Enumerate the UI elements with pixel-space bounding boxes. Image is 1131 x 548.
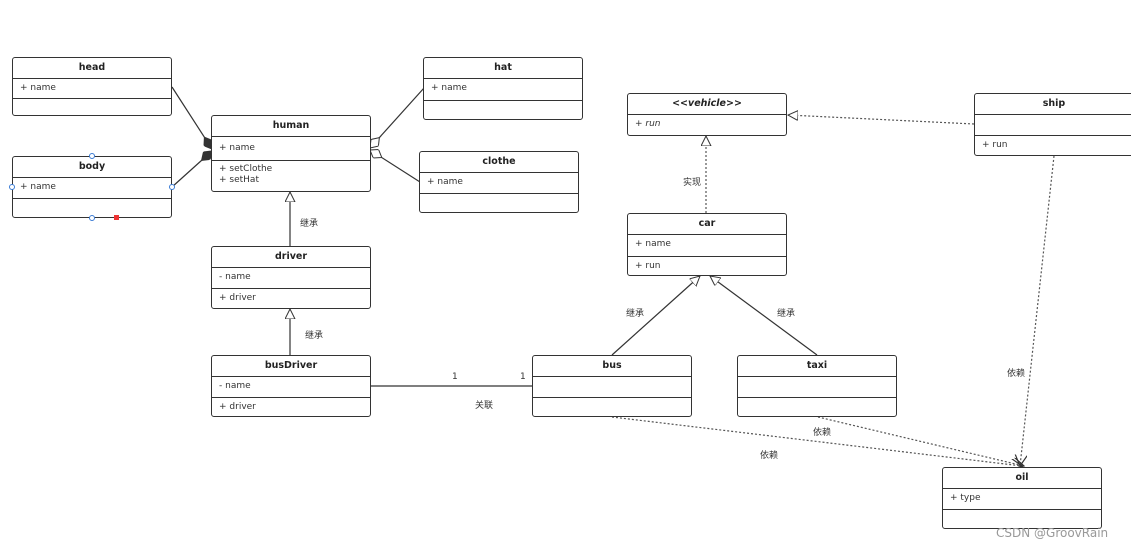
class-clothe[interactable]: clothe + name [419, 151, 579, 213]
class-oil[interactable]: oil + type [942, 467, 1102, 529]
attribute: + name [20, 182, 56, 192]
resize-handle-anchor[interactable] [114, 215, 119, 220]
class-attributes: - name [212, 377, 370, 398]
method: + setClothe [219, 164, 273, 174]
label-dependency-ship: 依赖 [1007, 369, 1026, 379]
class-attributes [975, 115, 1131, 136]
label-association: 关联 [475, 401, 494, 411]
attribute: + name [219, 143, 255, 153]
class-title: oil [943, 468, 1101, 489]
class-body[interactable]: body + name [12, 156, 172, 218]
attribute: + name [427, 177, 463, 187]
resize-handle-right[interactable] [169, 184, 175, 190]
dependency-taxi-oil [817, 416, 1024, 466]
class-attributes: + name [212, 137, 370, 161]
class-taxi[interactable]: taxi [737, 355, 897, 417]
watermark: CSDN @GroovRain [996, 526, 1109, 540]
composition-body-human [171, 151, 212, 188]
class-title: human [212, 116, 370, 137]
attribute: - name [219, 272, 251, 282]
method: + run [982, 140, 1008, 150]
class-title: busDriver [212, 356, 370, 377]
attribute: + name [20, 83, 56, 93]
inherit-taxi-car [710, 276, 818, 356]
class-busdriver[interactable]: busDriver - name + driver [211, 355, 371, 417]
attribute: - name [219, 381, 251, 391]
class-title: body [13, 157, 171, 178]
class-car[interactable]: car + name + run [627, 213, 787, 276]
class-title: car [628, 214, 786, 235]
label-inherit-busdriver: 继承 [305, 331, 324, 341]
class-vehicle[interactable]: <<vehicle>> + run [627, 93, 787, 136]
class-attributes: + type [943, 489, 1101, 510]
class-methods: + driver [212, 289, 370, 309]
class-methods [738, 398, 896, 417]
label-dependency-bus: 依赖 [760, 451, 779, 461]
aggregation-clothe-human [370, 150, 421, 183]
resize-handle-left[interactable] [9, 184, 15, 190]
attribute: + type [950, 493, 981, 503]
class-attributes: + name [13, 178, 171, 199]
aggregation-hat-human [370, 87, 425, 148]
class-methods [420, 194, 578, 213]
resize-handle-top[interactable] [89, 153, 95, 159]
class-methods [533, 398, 691, 417]
method: + run [635, 261, 661, 271]
method: + setHat [219, 175, 259, 185]
class-methods [424, 101, 582, 120]
class-attributes: + name [420, 173, 578, 194]
label-dependency-taxi: 依赖 [813, 428, 832, 438]
class-attributes: + name [628, 235, 786, 257]
class-driver[interactable]: driver - name + driver [211, 246, 371, 309]
class-title: head [13, 58, 171, 79]
class-title: taxi [738, 356, 896, 377]
class-methods: + run [975, 136, 1131, 156]
attribute: + name [431, 83, 467, 93]
class-attributes [533, 377, 691, 398]
realize-ship-vehicle [788, 115, 975, 125]
label-inherit-taxi: 继承 [777, 309, 796, 319]
class-title: clothe [420, 152, 578, 173]
attribute: + run [635, 119, 661, 129]
label-realize-car: 实现 [683, 178, 702, 188]
class-ship[interactable]: ship + run [974, 93, 1131, 156]
label-multiplicity-right: 1 [520, 372, 526, 382]
attribute: + name [635, 239, 671, 249]
class-title: bus [533, 356, 691, 377]
class-title: driver [212, 247, 370, 268]
composition-head-human [171, 86, 212, 149]
resize-handle-bottom[interactable] [89, 215, 95, 221]
class-methods: + setClothe + setHat [212, 161, 370, 192]
class-head[interactable]: head + name [12, 57, 172, 116]
dependency-ship-oil [1020, 155, 1055, 466]
class-hat[interactable]: hat + name [423, 57, 583, 120]
class-attributes [738, 377, 896, 398]
class-bus[interactable]: bus [532, 355, 692, 417]
class-methods: + driver [212, 398, 370, 417]
class-title: ship [975, 94, 1131, 115]
label-inherit-bus: 继承 [626, 309, 645, 319]
class-human[interactable]: human + name + setClothe + setHat [211, 115, 371, 192]
class-methods: + run [628, 257, 786, 276]
label-inherit-driver: 继承 [300, 219, 319, 229]
class-attributes: + name [424, 79, 582, 101]
label-multiplicity-left: 1 [452, 372, 458, 382]
class-attributes: + run [628, 115, 786, 136]
dependency-bus-oil [611, 416, 1022, 466]
method: + driver [219, 293, 256, 303]
class-title: <<vehicle>> [628, 94, 786, 115]
method: + driver [219, 402, 256, 412]
class-attributes: - name [212, 268, 370, 289]
class-attributes: + name [13, 79, 171, 99]
class-title: hat [424, 58, 582, 79]
class-methods [13, 99, 171, 116]
inherit-bus-car [611, 276, 700, 356]
